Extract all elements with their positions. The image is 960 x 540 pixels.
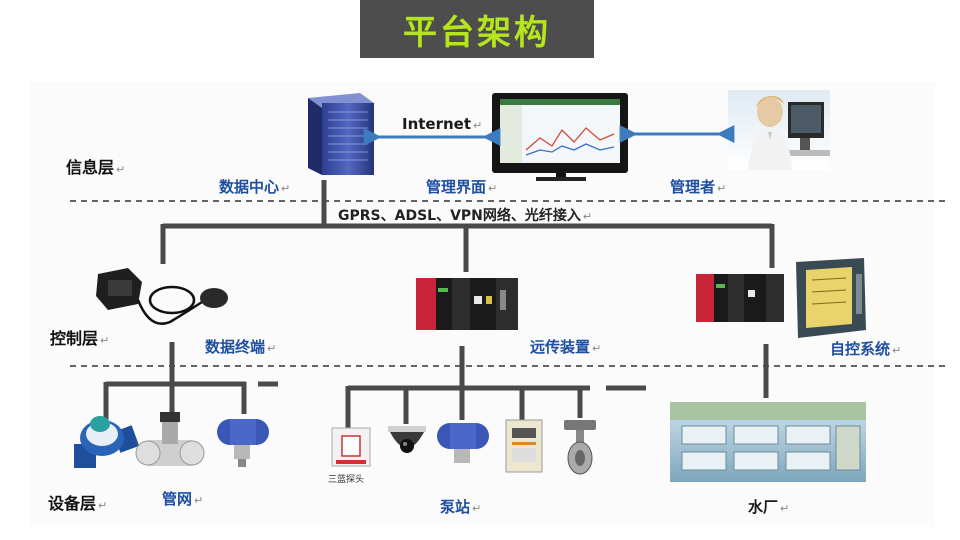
server-icon: [308, 93, 374, 175]
inverter-icon: [505, 419, 543, 473]
probe-icon: [331, 427, 371, 467]
monitor-icon: [492, 93, 628, 181]
network-bus: [160, 180, 775, 272]
water-plant-photo: [670, 402, 866, 482]
device-bus: [103, 342, 769, 428]
remote-device-label: 远传装置↵: [530, 338, 602, 356]
internet-label: Internet↵: [402, 115, 483, 133]
water-meter-icon: [74, 416, 140, 468]
flow-meter-icon: [135, 412, 205, 466]
remote-plc-icon: [416, 278, 518, 330]
manager-label: 管理者↵: [670, 178, 727, 196]
auto-control-label: 自控系统↵: [830, 340, 902, 358]
control-layer-label: 控制层↵: [50, 329, 110, 348]
page-title: 平台架构: [403, 12, 551, 53]
water-plant-label: 水厂↵: [748, 498, 790, 516]
manager-photo: [728, 90, 830, 170]
valve-icon: [564, 420, 596, 475]
management-ui-label: 管理界面↵: [426, 178, 498, 196]
pump-station-label: 泵站↵: [440, 498, 482, 516]
device-layer-label: 设备层↵: [48, 494, 108, 513]
data-center-label: 数据中心↵: [219, 178, 291, 196]
info-layer-label: 信息层↵: [66, 158, 126, 177]
title-banner: 平台架构: [360, 0, 594, 58]
data-terminal-label: 数据终端↵: [205, 338, 277, 356]
pressure-transmitter-icon-2: [437, 423, 489, 463]
auto-control-plc-icon: [696, 274, 784, 322]
network-label: GPRS、ADSL、VPN网络、光纤接入↵: [338, 208, 593, 224]
panel-pc-icon: [796, 258, 866, 338]
probe-label: 三蓝探头: [328, 475, 365, 485]
data-terminal-icon: [96, 268, 228, 325]
pipe-network-label: 管网↵: [162, 490, 204, 508]
pressure-transmitter-icon: [217, 419, 269, 467]
dome-camera-icon: [388, 426, 426, 453]
